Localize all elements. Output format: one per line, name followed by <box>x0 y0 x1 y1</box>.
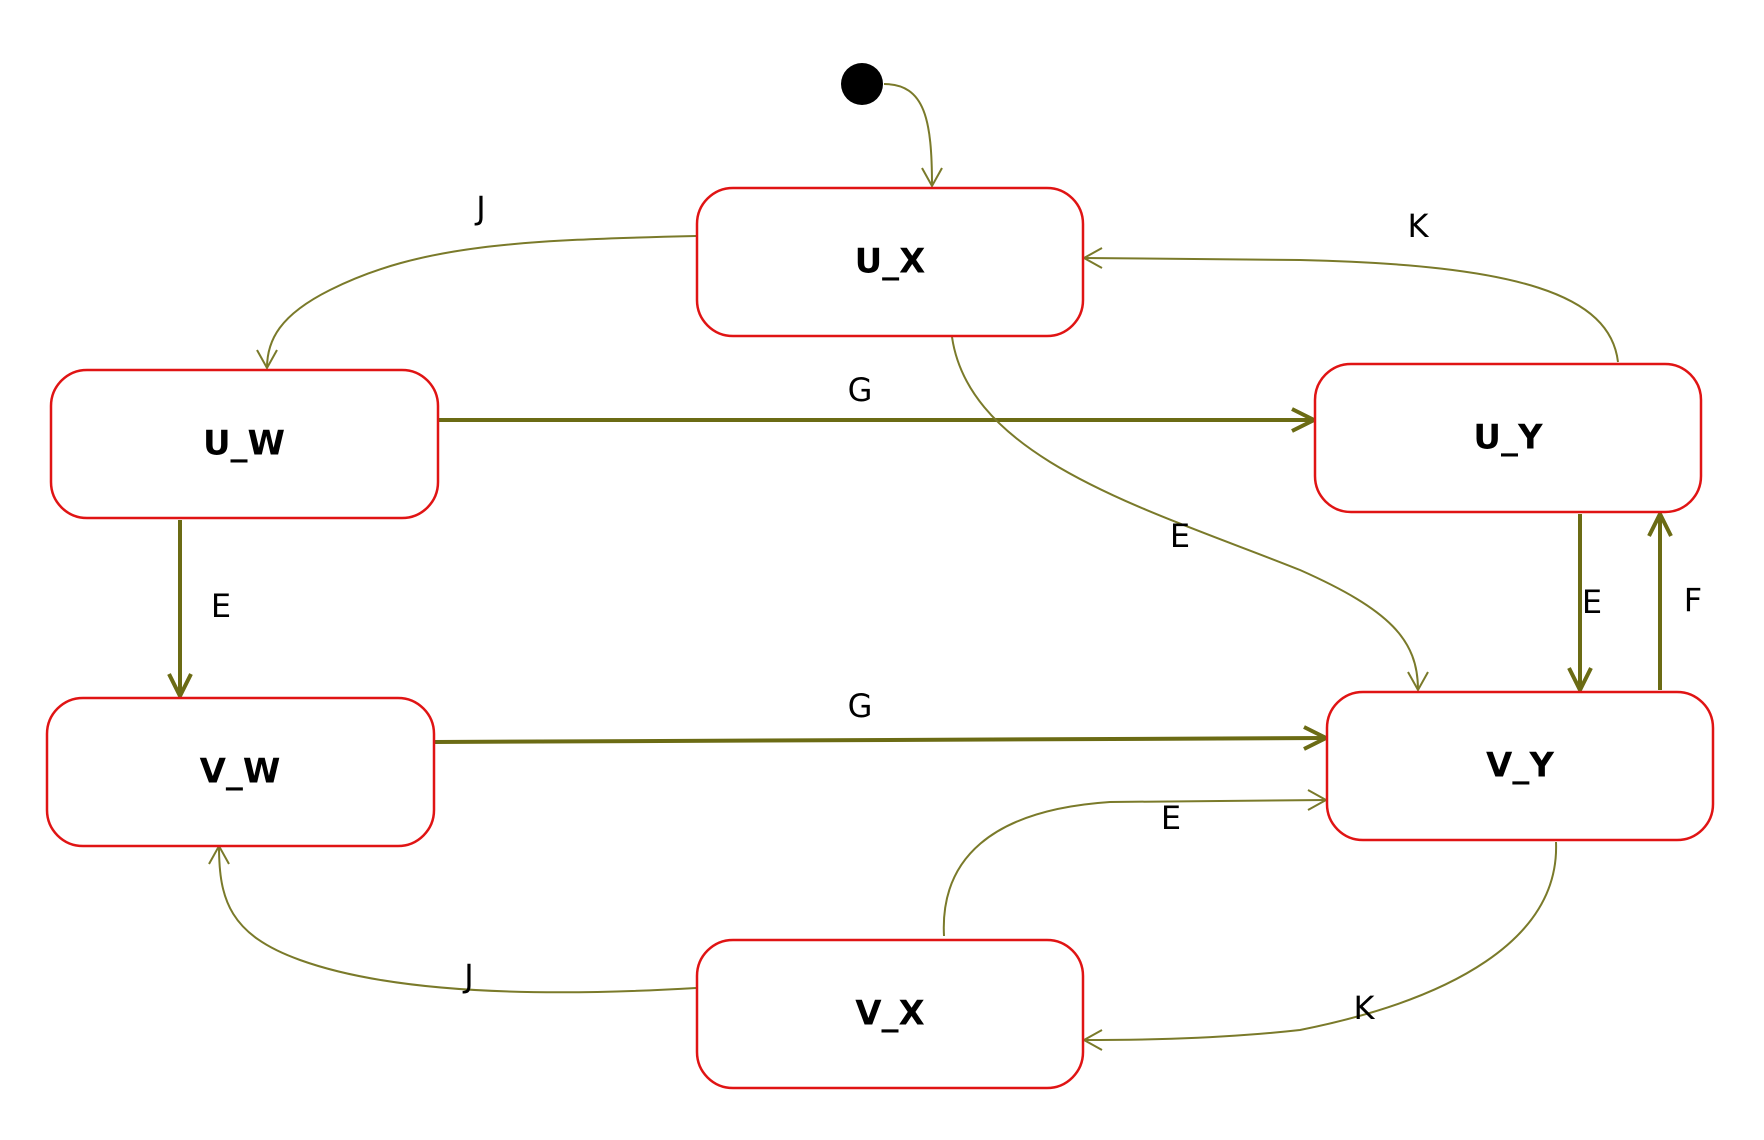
transition-u-x-to-v-y-arrowhead <box>1407 671 1429 693</box>
transition-u-y-to-u-x <box>1083 257 1619 363</box>
transition-v-x-to-v-y <box>942 799 1327 937</box>
transition-u-x-to-v-y <box>951 336 1419 691</box>
label-u-x-to-u-w: J <box>474 189 485 227</box>
transition-u-w-to-v-w-arrowhead <box>167 673 193 701</box>
transition-u-x-to-u-w <box>266 235 697 369</box>
transition-u-y-to-v-y-arrowhead <box>1567 667 1593 695</box>
label-v-y-to-v-x: K <box>1354 989 1376 1027</box>
label-u-w-to-u-y: G <box>848 371 873 409</box>
state-u-x-label: U_X <box>855 242 926 282</box>
label-v-y-to-u-y: F <box>1684 581 1702 619</box>
transition-u-x-to-u-w-arrowhead <box>256 349 278 371</box>
state-u-y-label: U_Y <box>1473 418 1543 458</box>
state-v-x: V_X <box>695 938 1085 1090</box>
initial-transition-arrowhead <box>921 167 943 189</box>
label-u-y-to-u-x: K <box>1408 207 1430 245</box>
label-u-x-to-v-y: E <box>1170 517 1190 555</box>
transition-v-y-to-v-x <box>1083 841 1558 1041</box>
state-u-w-label: U_W <box>203 424 285 464</box>
transition-v-y-to-u-y-arrowhead <box>1647 509 1673 537</box>
initial-state <box>841 63 883 105</box>
label-v-w-to-v-y: G <box>848 687 873 725</box>
state-v-w-label: V_W <box>200 752 281 792</box>
state-u-y: U_Y <box>1313 362 1703 514</box>
state-v-y: V_Y <box>1325 690 1715 842</box>
state-u-w: U_W <box>49 368 440 520</box>
state-u-x: U_X <box>695 186 1085 338</box>
transition-v-w-to-v-y <box>433 736 1327 744</box>
label-v-x-to-v-y: E <box>1161 799 1181 837</box>
state-v-x-label: V_X <box>855 994 925 1034</box>
label-u-w-to-v-w: E <box>211 587 231 625</box>
label-u-y-to-v-y: E <box>1582 583 1602 621</box>
state-v-y-label: V_Y <box>1486 746 1554 786</box>
transition-v-x-to-v-w <box>218 845 697 994</box>
state-v-w: V_W <box>45 696 436 848</box>
label-v-x-to-v-w: J <box>462 957 473 995</box>
initial-transition <box>883 83 933 187</box>
